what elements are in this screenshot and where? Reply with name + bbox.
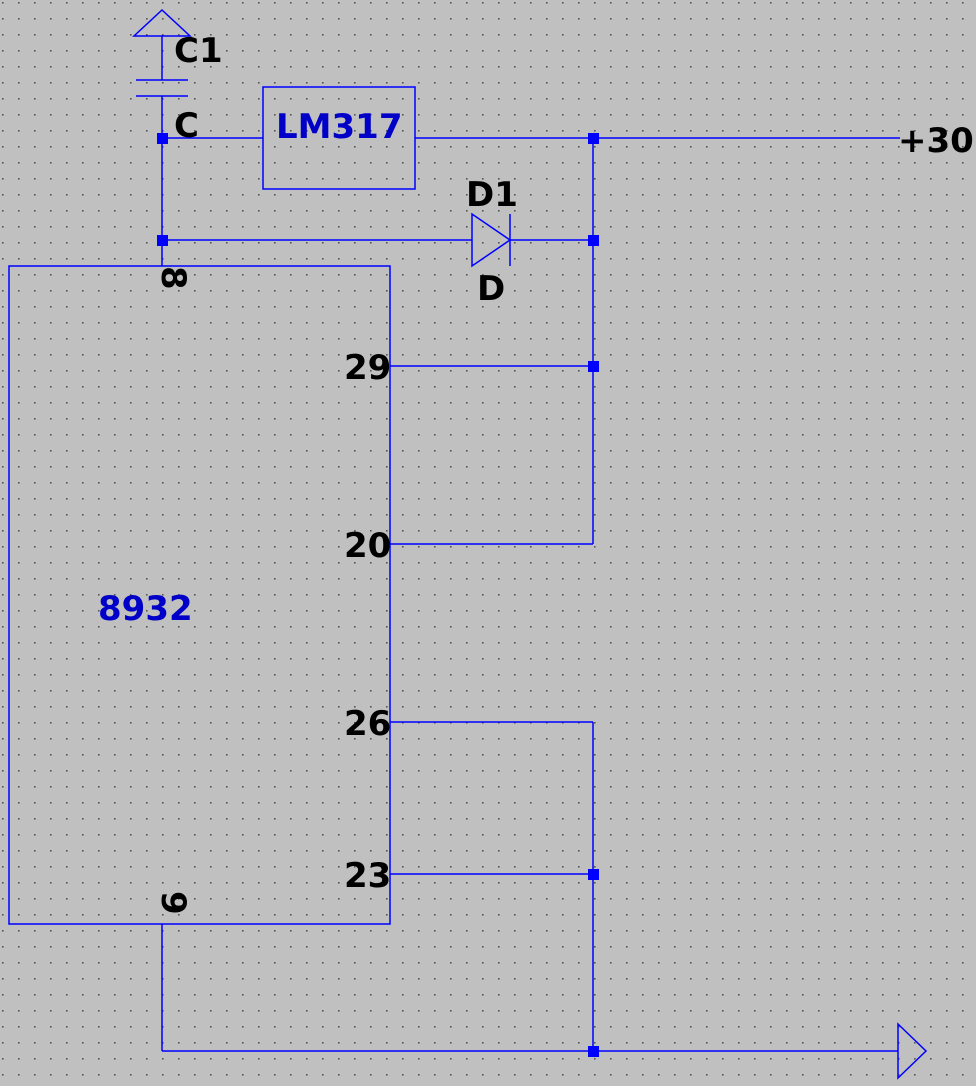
junctions bbox=[157, 133, 599, 1057]
regulator-label: LM317 bbox=[276, 107, 402, 147]
lm317-box[interactable] bbox=[262, 86, 416, 190]
pin-9-label: 9 bbox=[153, 891, 193, 915]
net-plus30-label: +30 bbox=[898, 121, 974, 161]
ic-name-label: 8932 bbox=[98, 589, 193, 629]
cap-value-label: C bbox=[174, 106, 199, 146]
capacitor-icon[interactable] bbox=[136, 79, 188, 97]
pin-8-label: 8 bbox=[153, 266, 193, 290]
pin-29-label: 29 bbox=[344, 348, 391, 388]
junction-bottom-node[interactable] bbox=[588, 1046, 599, 1057]
junction-plus30-node[interactable] bbox=[588, 133, 599, 144]
junction-pin23-node[interactable] bbox=[588, 869, 599, 880]
pin-26-label: 26 bbox=[344, 704, 391, 744]
ic-8932-box[interactable] bbox=[8, 265, 391, 925]
ground-flag-icon[interactable] bbox=[132, 8, 192, 37]
diode-icon[interactable] bbox=[471, 212, 512, 268]
diode-ref-label: D1 bbox=[466, 175, 518, 215]
wires bbox=[161, 36, 900, 1052]
pin-20-label: 20 bbox=[344, 526, 391, 566]
output-flag-icon[interactable] bbox=[897, 1022, 928, 1080]
junction-diode-node[interactable] bbox=[588, 235, 599, 246]
junction-c-node[interactable] bbox=[157, 133, 168, 144]
junction-pin8-node[interactable] bbox=[157, 235, 168, 246]
pin-23-label: 23 bbox=[344, 856, 391, 896]
junction-pin29-node[interactable] bbox=[588, 361, 599, 372]
diode-value-label: D bbox=[477, 269, 505, 309]
cap-ref-label: C1 bbox=[174, 31, 223, 71]
